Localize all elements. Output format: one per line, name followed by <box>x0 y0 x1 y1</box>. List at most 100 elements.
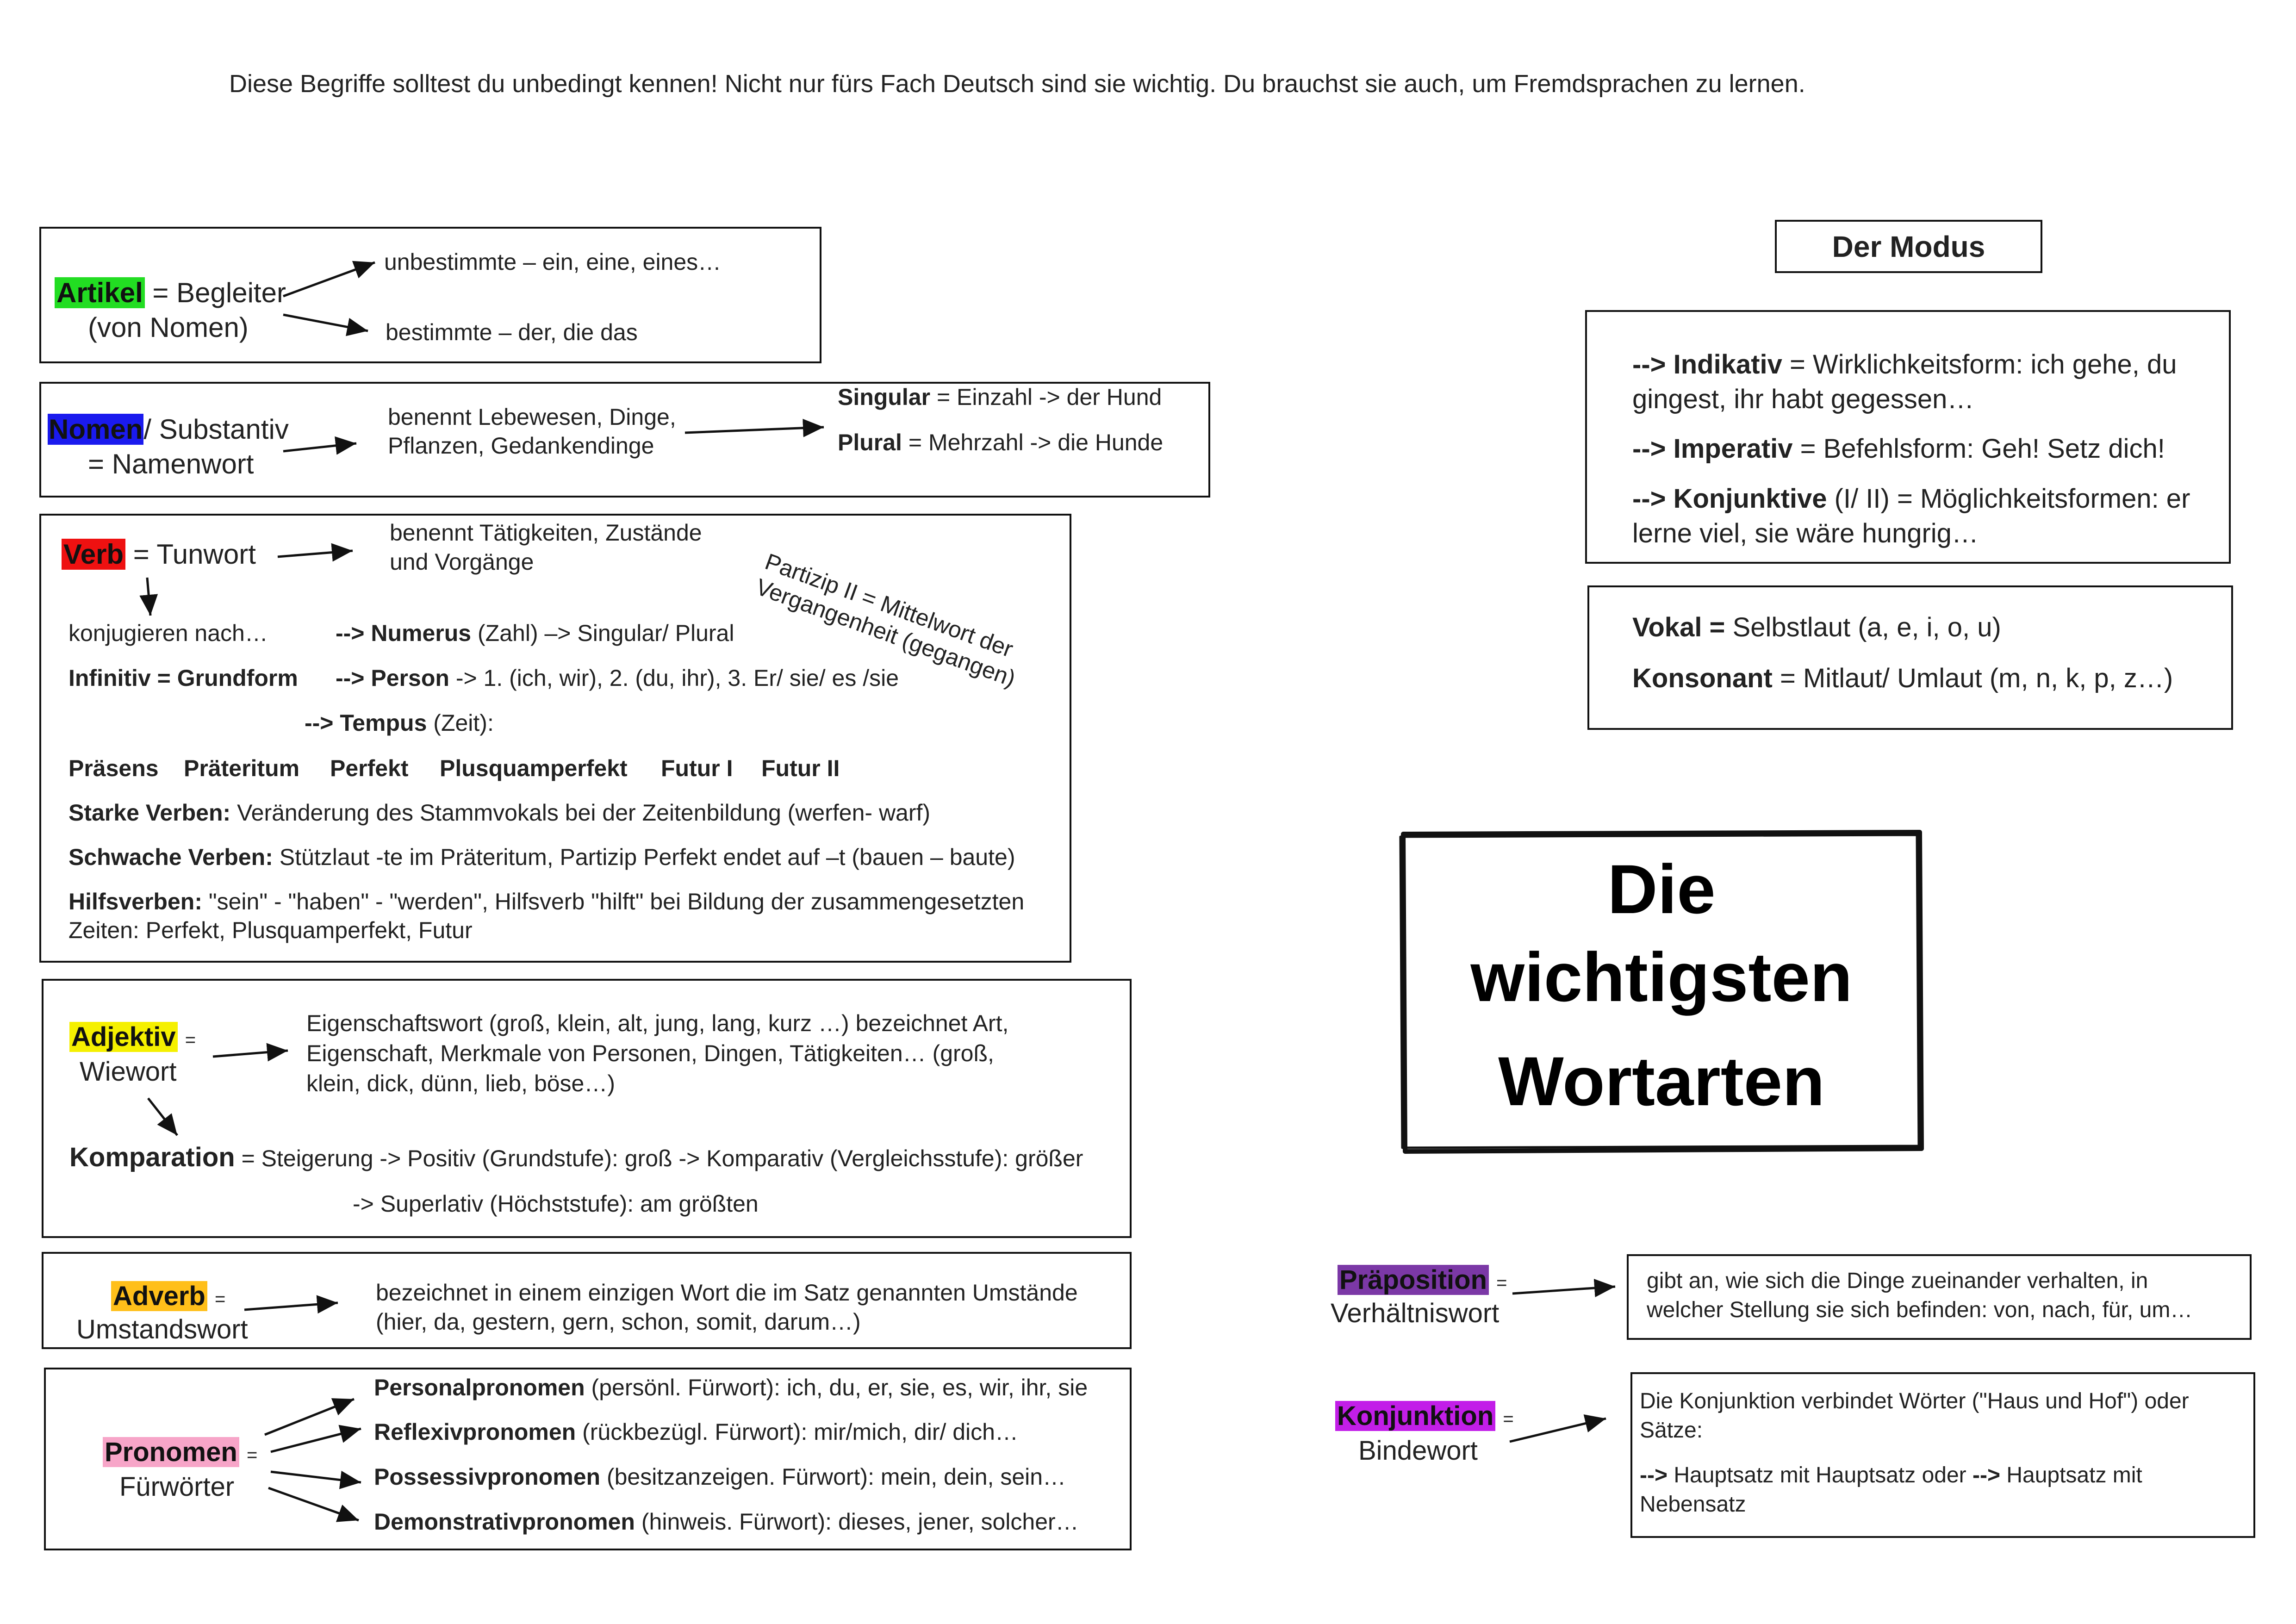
tense-praesens: Präsens <box>68 755 159 781</box>
arrow <box>283 261 375 298</box>
adverb-desc1: bezeichnet in einem einzigen Wort die im… <box>376 1280 1078 1306</box>
nomen-desc1: benennt Lebewesen, Dinge, <box>388 404 676 430</box>
pronomen-item-text: (persönl. Fürwort): ich, du, er, sie, es… <box>591 1375 1088 1400</box>
komparation-text: = Steigerung -> Positiv (Grundstufe): gr… <box>241 1145 1083 1171</box>
konjunktiv-label: --> Konjunktive <box>1632 484 1827 514</box>
vokal-label: Vokal = <box>1632 612 1725 642</box>
pronomen-item: Possessivpronomen (besitzanzeigen. Fürwo… <box>374 1464 1066 1491</box>
adjektiv-desc2: Eigenschaft, Merkmale von Personen, Ding… <box>306 1040 994 1066</box>
tense-perfekt: Perfekt <box>330 755 409 781</box>
pronomen-item-text: (rückbezügl. Fürwort): mir/mich, dir/ di… <box>582 1419 1018 1445</box>
konjugieren-text: konjugieren nach… <box>68 620 268 646</box>
konjunktion-desc2: Sätze: <box>1640 1418 1703 1443</box>
tempus-row: --> Tempus (Zeit): <box>305 710 494 737</box>
adverb-heading: Adverb = <box>111 1281 225 1312</box>
verb-eq: = Tunwort <box>133 539 256 570</box>
modus-box <box>1585 310 2231 564</box>
tempus-label: --> Tempus <box>305 710 427 736</box>
pronomen-item-label: Reflexivpronomen <box>374 1419 576 1445</box>
arrow <box>1512 1279 1616 1297</box>
artikel-term: Artikel <box>55 277 145 308</box>
person-label: --> Person <box>336 665 449 691</box>
imperativ-text: = Befehlsform: Geh! Setz dich! <box>1800 434 2165 464</box>
singular-text: = Einzahl -> der Hund <box>936 384 1162 410</box>
numerus-row: --> Numerus (Zahl) –> Singular/ Plural <box>336 620 734 647</box>
main-title-line2: wichtigsten <box>1470 938 1853 1016</box>
nomen-box <box>39 382 1210 498</box>
pronomen-heading: Pronomen = <box>103 1437 257 1468</box>
adverb-term: Adverb <box>111 1281 207 1311</box>
plural-text: = Mehrzahl -> die Hunde <box>908 429 1164 455</box>
konsonant-row: Konsonant = Mitlaut/ Umlaut (m, n, k, p,… <box>1632 663 2173 694</box>
adverb-box <box>42 1252 1132 1349</box>
konjunktion-heading: Konjunktion = <box>1335 1401 1514 1432</box>
singular-label: Singular <box>838 384 931 410</box>
verb-desc2: und Vorgänge <box>390 549 534 575</box>
main-title-frame <box>1399 830 1924 1154</box>
nomen-singular: Singular = Einzahl -> der Hund <box>838 384 1162 411</box>
tense-praeteritum: Präteritum <box>184 755 300 781</box>
konjunktion-sub: Bindewort <box>1358 1436 1478 1466</box>
arrow <box>264 1398 355 1436</box>
verb-heading: Verb = Tunwort <box>62 538 256 570</box>
nomen-heading: Nomen/ Substantiv <box>48 413 289 445</box>
artikel-eq: = Begleiter <box>152 277 286 308</box>
arrow <box>147 1097 178 1136</box>
konjunktion-end: Hauptsatz mit <box>2006 1463 2142 1487</box>
konjunktion-eq: = <box>1503 1409 1514 1429</box>
arrow <box>283 313 368 336</box>
komparation-line2: -> Superlativ (Höchststufe): am größten <box>353 1191 759 1217</box>
konsonant-label: Konsonant <box>1632 663 1773 693</box>
adjektiv-term: Adjektiv <box>69 1022 178 1052</box>
indikativ-line2: gingest, ihr habt gegessen… <box>1632 384 1974 414</box>
hilfs-label: Hilfsverben: <box>68 889 202 915</box>
praeposition-heading: Präposition = <box>1338 1265 1507 1296</box>
nomen-term: Nomen <box>48 414 144 445</box>
tense-futur1: Futur I <box>661 755 733 781</box>
pronomen-item: Reflexivpronomen (rückbezügl. Fürwort): … <box>374 1419 1018 1446</box>
praeposition-desc2: welcher Stellung sie sich befinden: von,… <box>1647 1298 2193 1322</box>
pronomen-eq: = <box>246 1445 258 1465</box>
intro-text: Diese Begriffe solltest du unbedingt ken… <box>229 70 1805 98</box>
arrow <box>244 1295 338 1314</box>
indikativ-text: = Wirklichkeitsform: ich gehe, du <box>1790 349 2177 380</box>
pronomen-term: Pronomen <box>103 1437 239 1467</box>
arrow <box>1509 1414 1606 1443</box>
praeposition-desc1: gibt an, wie sich die Dinge zueinander v… <box>1647 1269 2148 1293</box>
arrow <box>277 543 353 562</box>
hilfsverben-line2: Zeiten: Perfekt, Plusquamperfekt, Futur <box>68 917 473 943</box>
tense-futur2: Futur II <box>761 755 840 781</box>
schwache-text: Stützlaut -te im Präteritum, Partizip Pe… <box>279 844 1015 870</box>
modus-title-box <box>1775 220 2042 273</box>
nomen-sub: = Namenwort <box>88 448 254 479</box>
infinitiv-text: Infinitiv = Grundform <box>68 665 298 691</box>
plural-label: Plural <box>838 429 902 455</box>
nomen-plural: Plural = Mehrzahl -> die Hunde <box>838 429 1163 456</box>
verb-desc1: benennt Tätigkeiten, Zustände <box>390 520 702 546</box>
komparation-row: Komparation = Steigerung -> Positiv (Gru… <box>69 1142 1083 1173</box>
arrow <box>139 577 158 616</box>
pronomen-item-label: Personalpronomen <box>374 1375 585 1400</box>
artikel-unbestimmte: unbestimmte – ein, eine, eines… <box>384 249 722 275</box>
konjunktion-desc1: Die Konjunktion verbindet Wörter ("Haus … <box>1640 1389 2189 1413</box>
verb-term: Verb <box>62 539 126 570</box>
konsonant-text: = Mitlaut/ Umlaut (m, n, k, p, z…) <box>1780 663 2173 693</box>
praeposition-term: Präposition <box>1338 1265 1489 1295</box>
adjektiv-sub: Wiewort <box>80 1057 177 1087</box>
pronomen-item-text: (besitzanzeigen. Fürwort): mein, dein, s… <box>606 1464 1066 1490</box>
artikel-bestimmte: bestimmte – der, die das <box>386 319 638 345</box>
schwache-verben: Schwache Verben: Stützlaut -te im Präter… <box>68 844 1015 871</box>
starke-text: Veränderung des Stammvokals bei der Zeit… <box>237 800 931 826</box>
praeposition-eq: = <box>1496 1273 1507 1293</box>
praeposition-sub: Verhältniswort <box>1331 1298 1500 1328</box>
praeposition-box <box>1627 1254 2252 1340</box>
arrow <box>684 418 824 437</box>
main-title-line1: Die <box>1607 850 1716 928</box>
numerus-label: --> Numerus <box>336 620 472 646</box>
nomen-desc2: Pflanzen, Gedankendinge <box>388 433 654 459</box>
imperativ-label: --> Imperativ <box>1632 434 1793 464</box>
pronomen-item-text: (hinweis. Fürwort): dieses, jener, solch… <box>641 1509 1079 1535</box>
komparation-label: Komparation <box>69 1142 235 1172</box>
pronomen-sub: Fürwörter <box>119 1472 235 1502</box>
